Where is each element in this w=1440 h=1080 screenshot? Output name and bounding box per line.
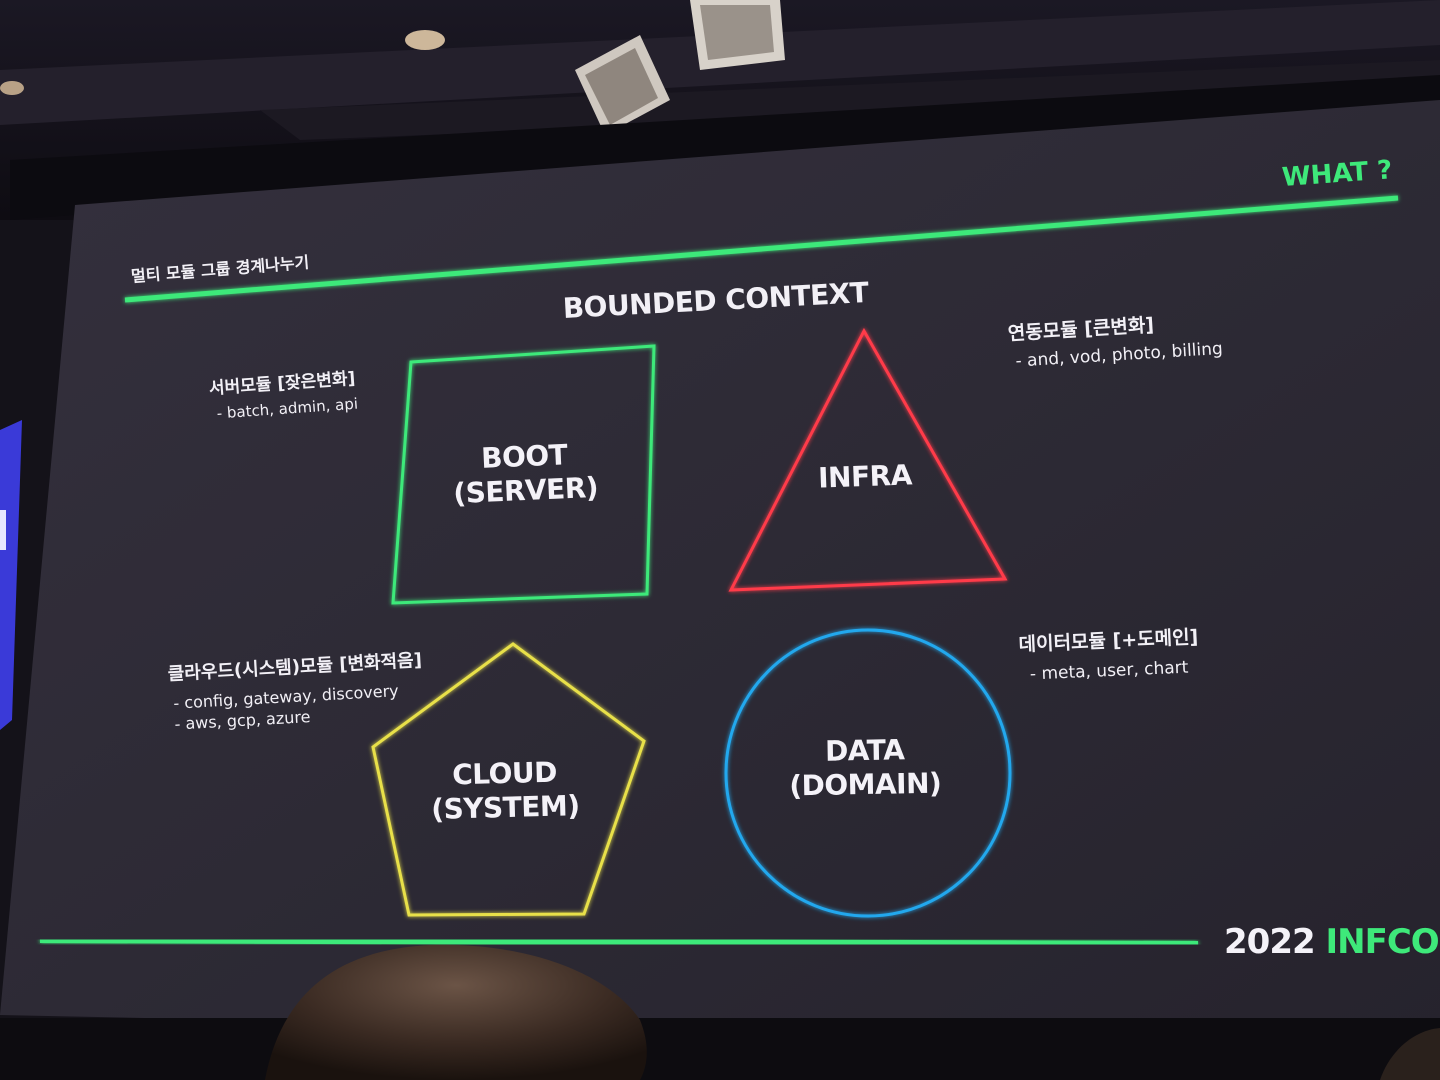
top-divider-line — [124, 195, 1399, 303]
domain-label-line: (DOMAIN) — [788, 766, 942, 803]
floor-strip — [0, 1018, 1440, 1080]
footer-brand: INFCO — [1325, 922, 1439, 962]
infra-shape-label: INFRA — [789, 457, 940, 496]
footer-year: 2022 — [1224, 922, 1316, 962]
data-shape-label: DATA (DOMAIN) — [769, 732, 960, 803]
boot-square-shape — [391, 344, 656, 605]
ceiling-light-icon — [405, 30, 445, 50]
infra-label-line: INFRA — [817, 458, 913, 495]
speaker-icon — [585, 48, 658, 125]
cloud-shape-label: CLOUD (SYSTEM) — [409, 755, 601, 828]
cloud-label-line: CLOUD — [451, 755, 558, 792]
bottom-divider-line — [39, 937, 1199, 947]
data-label-line: DATA — [824, 733, 905, 768]
boot-shape-label: BOOT (SERVER) — [429, 436, 622, 512]
projection-screen — [0, 100, 1440, 1045]
ceiling-panel — [260, 60, 1440, 140]
side-light — [0, 510, 6, 550]
data-module-note: 데이터모듈 [+도메인] - meta, user, chart — [1018, 622, 1200, 685]
slide-footer: 2022 INFCO — [1224, 922, 1440, 962]
infra-triangle-shape — [728, 327, 1008, 592]
cloud-pentagon-shape — [371, 642, 646, 917]
data-circle-shape — [724, 628, 1012, 918]
system-label-line: (SYSTEM) — [430, 789, 580, 826]
audience-head — [1380, 1028, 1440, 1080]
speaker-icon — [700, 5, 774, 60]
server-module-note: 서버모듈 [잦은변화] - batch, admin, api — [208, 364, 358, 423]
audience-head — [265, 944, 647, 1080]
side-light — [0, 420, 22, 730]
ceiling-light-icon — [0, 81, 24, 95]
cloud-module-note: 클라우드(시스템)모듈 [변화적음] - config, gateway, di… — [167, 646, 425, 734]
